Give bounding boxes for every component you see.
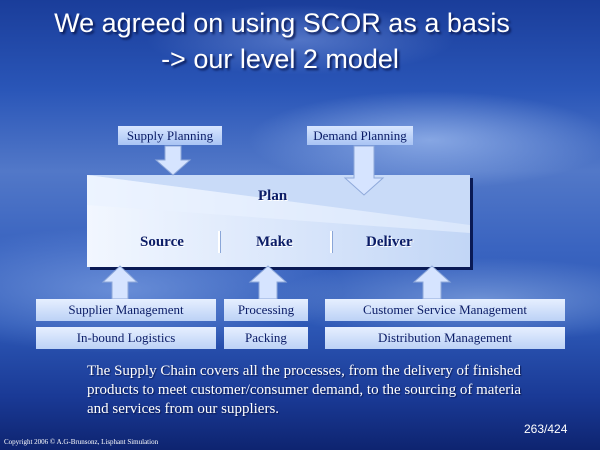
slide-title-line1: We agreed on using SCOR as a basis — [54, 8, 510, 38]
plan-label: Plan — [258, 188, 288, 204]
inbound-logistics-box: In-bound Logistics — [36, 327, 216, 349]
arrow-supply-planning-down — [154, 145, 192, 176]
source-label: Source — [140, 234, 184, 250]
divider-source-make — [218, 231, 220, 253]
customer-service-management-box: Customer Service Management — [325, 299, 565, 321]
body-paragraph: The Supply Chain covers all the processe… — [87, 362, 600, 419]
supplier-management-box: Supplier Management — [36, 299, 216, 321]
supply-planning-box: Supply Planning — [118, 126, 222, 145]
divider-make-deliver — [330, 231, 332, 253]
packing-box: Packing — [224, 327, 308, 349]
slide-title-line2: -> our level 2 model — [161, 44, 399, 74]
processing-box: Processing — [224, 299, 308, 321]
make-label: Make — [256, 234, 293, 250]
distribution-management-box: Distribution Management — [325, 327, 565, 349]
body-line2: products to meet customer/consumer deman… — [87, 382, 522, 398]
arrow-make-up — [248, 265, 288, 300]
body-line1: The Supply Chain covers all the processe… — [87, 363, 522, 379]
arrow-source-up — [101, 265, 139, 300]
arrow-deliver-up — [412, 265, 452, 300]
arrow-demand-planning-down — [343, 145, 385, 196]
plan-diagonal-shape — [87, 175, 470, 233]
page-number: 263/424 — [524, 422, 568, 436]
deliver-label: Deliver — [366, 234, 413, 250]
body-line3: and services from our suppliers. — [87, 401, 280, 417]
copyright-notice: Copyright 2006 © A.G-Brunsonz, Lisphant … — [4, 438, 159, 446]
demand-planning-box: Demand Planning — [307, 126, 413, 145]
